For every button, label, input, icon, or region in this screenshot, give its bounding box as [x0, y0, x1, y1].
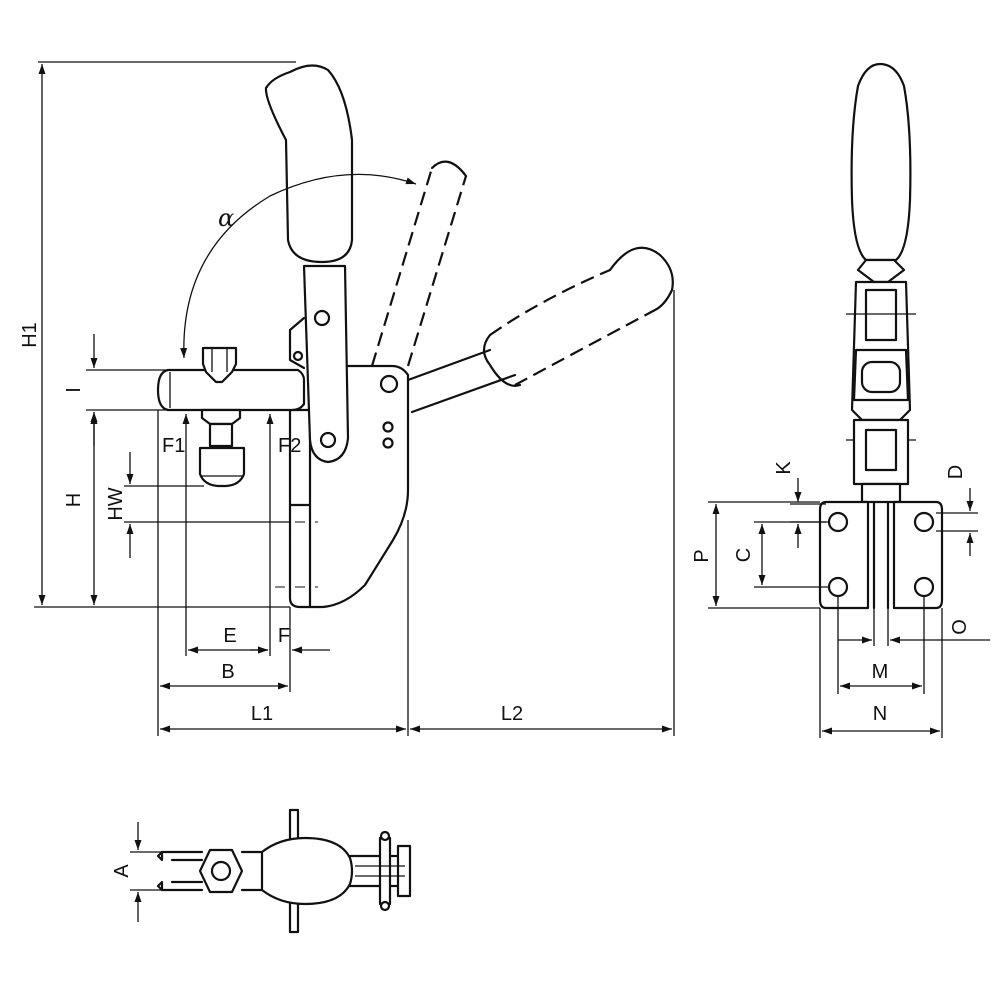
- alpha-arc: [180, 173, 417, 359]
- mount-hole-bottom-right: [913, 576, 935, 598]
- open-rod-right: [406, 175, 468, 367]
- label-M: M: [872, 661, 889, 683]
- spindle-collar: [200, 408, 242, 426]
- top-pin-head-upper: [379, 830, 391, 842]
- handle-grip: [264, 64, 354, 264]
- label-E: E: [223, 625, 236, 647]
- stop-pin-2: [382, 437, 394, 449]
- label-D: D: [945, 465, 967, 479]
- top-spindle-circle: [210, 860, 232, 882]
- clamp-base-body: [288, 364, 410, 609]
- label-HW: HW: [105, 487, 127, 520]
- label-C: C: [733, 548, 755, 562]
- label-A: A: [111, 864, 133, 878]
- front-base-neck: [860, 482, 902, 504]
- mount-hole-top-right: [913, 511, 935, 533]
- top-pin-head-lower: [379, 900, 391, 912]
- label-alpha: α: [218, 204, 234, 232]
- front-handle-shank: [856, 258, 906, 284]
- spindle-shaft: [208, 422, 234, 448]
- label-L1: L1: [251, 703, 273, 725]
- front-base-window: [864, 428, 898, 472]
- front-handle-grip: [850, 62, 912, 262]
- pivot-pin-base: [379, 374, 399, 394]
- open-rod-tip: [430, 160, 468, 178]
- label-L2: L2: [501, 703, 523, 725]
- label-I: I: [63, 387, 85, 393]
- top-arm-tip-lower: [156, 880, 164, 892]
- top-view: A: [111, 808, 412, 934]
- top-base-pin: [378, 836, 392, 906]
- mount-hole-top-left: [827, 511, 849, 533]
- pivot-pin-upper: [313, 309, 331, 327]
- label-H1: H1: [19, 322, 41, 348]
- top-end-block: [396, 844, 412, 898]
- label-P: P: [691, 549, 713, 562]
- label-F1: F1: [162, 435, 185, 457]
- front-view: K D P C O M N: [691, 62, 990, 738]
- label-K: K: [773, 461, 795, 475]
- top-handle-oval: [260, 836, 354, 906]
- label-O: O: [949, 619, 971, 635]
- clamping-arm: [156, 368, 306, 412]
- open-handle-tip: [608, 246, 674, 312]
- open-handle-grip-dashed: [489, 268, 656, 386]
- open-rod-left: [370, 167, 434, 367]
- open-lever: [406, 348, 517, 414]
- open-handle-end: [482, 333, 522, 387]
- mount-hole-bottom-left: [827, 576, 849, 598]
- front-link-inner: [864, 288, 898, 342]
- pressure-pad: [198, 446, 246, 488]
- small-pin: [292, 350, 304, 362]
- label-F2: F2: [278, 435, 301, 457]
- label-F: F: [278, 625, 290, 647]
- label-H: H: [63, 493, 85, 507]
- side-view: α H1 I H HW F1 F2 E: [19, 61, 675, 736]
- front-pivot-roller: [860, 360, 902, 394]
- label-N: N: [873, 703, 887, 725]
- stop-pin-1: [382, 421, 394, 433]
- pivot-pin-lower: [319, 431, 337, 449]
- label-B: B: [221, 661, 234, 683]
- top-arm-tip-upper: [156, 850, 164, 862]
